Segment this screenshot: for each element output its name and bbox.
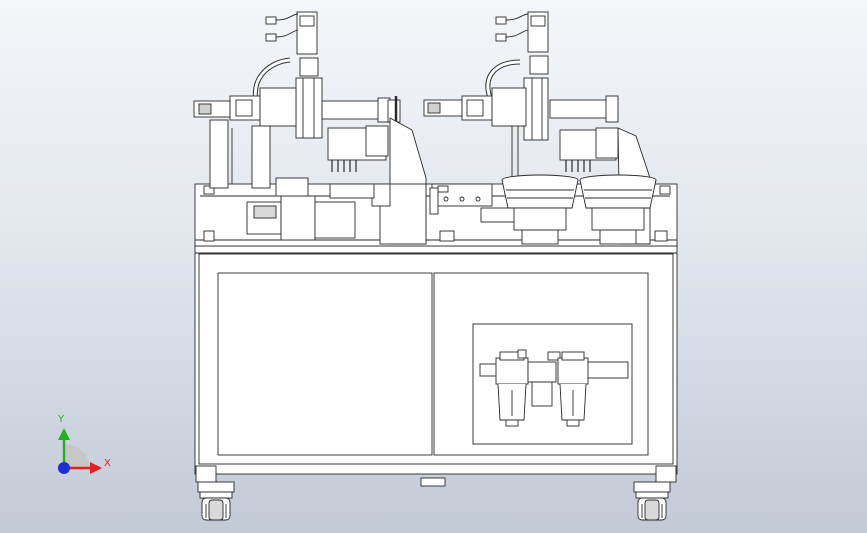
y-axis-label: Y bbox=[58, 414, 65, 425]
x-axis-label: X bbox=[104, 458, 111, 469]
center-panel bbox=[429, 183, 520, 223]
coordinate-triad bbox=[58, 428, 102, 474]
feeder-bowl-right bbox=[579, 174, 657, 245]
feeder-bowl-left bbox=[501, 174, 579, 245]
robot-station-left bbox=[193, 11, 427, 245]
air-filter-panel bbox=[472, 323, 633, 445]
caster-left bbox=[197, 481, 235, 521]
cabinet-door-left[interactable] bbox=[217, 272, 433, 456]
caster-right bbox=[633, 481, 671, 521]
